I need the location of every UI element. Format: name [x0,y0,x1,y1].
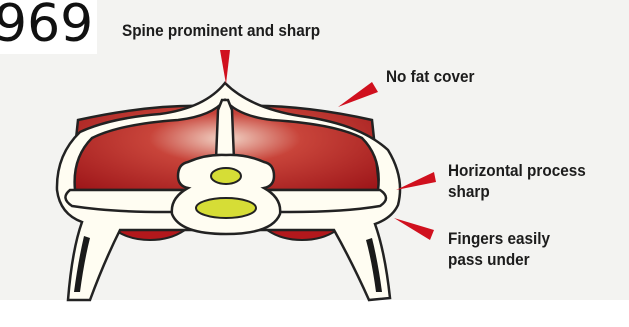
horizontal-process-label-line2: sharp [448,181,490,203]
horizontal-process-label-line1: Horizontal process [448,160,586,182]
white-border [0,300,629,322]
spine-label: Spine prominent and sharp [122,20,320,42]
spinal-canal [211,168,241,184]
fingers-label-line2: pass under [448,249,530,271]
spinous-process [216,100,234,160]
fat-cover-label: No fat cover [386,66,474,88]
figure-number: 969 [0,0,97,54]
fingers-label-line1: Fingers easily [448,228,550,250]
vertebra-marrow [196,198,256,218]
vertebra-body [172,155,280,234]
